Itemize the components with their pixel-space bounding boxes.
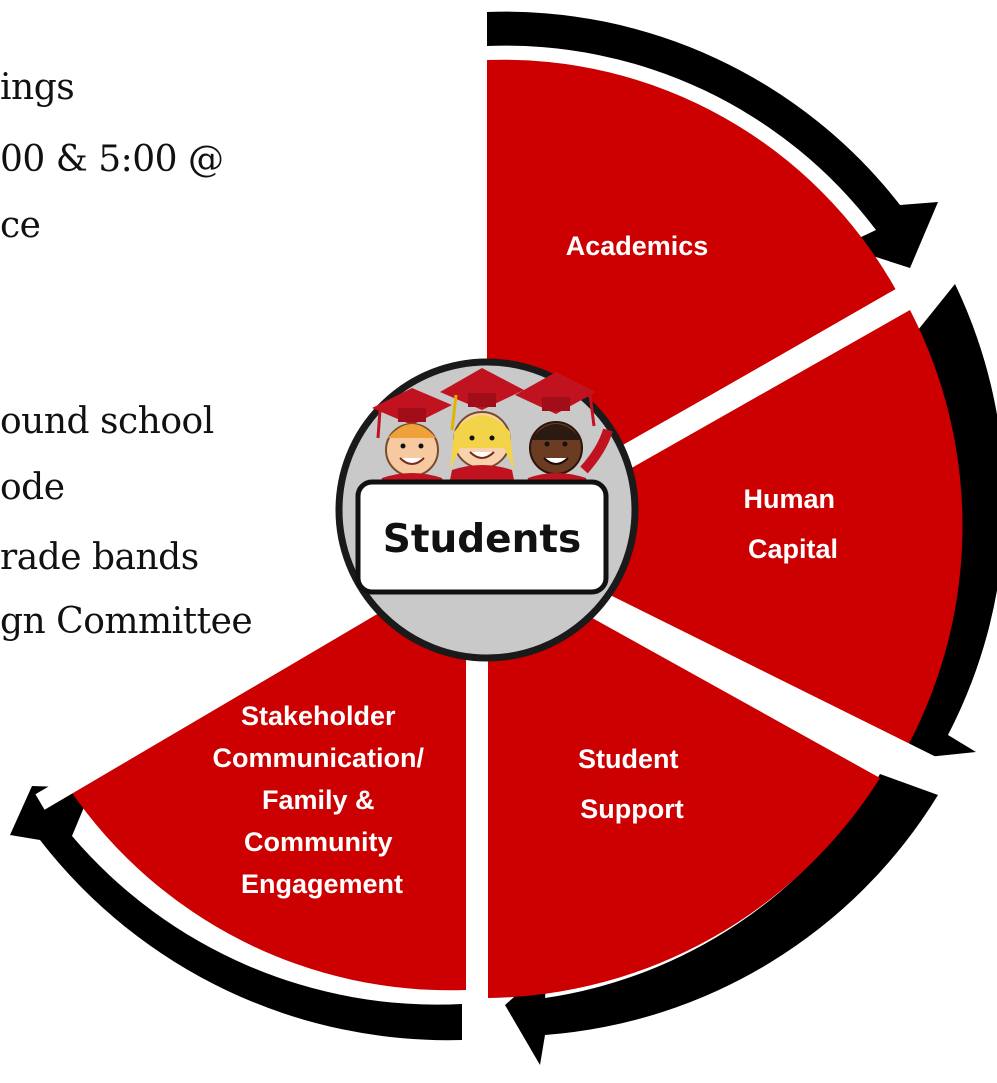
label-student-support: Student Support xyxy=(578,744,686,824)
label-stakeholder-line-4: Community xyxy=(244,827,393,857)
segment-stakeholder xyxy=(70,560,466,991)
label-academics: Academics xyxy=(566,231,709,261)
students-sign xyxy=(355,479,609,595)
label-stakeholder-line-3: Family & xyxy=(262,785,375,815)
text-line-4: ound school xyxy=(0,401,214,442)
arrow-stakeholder xyxy=(10,786,462,1041)
label-student-support-line-2: Support xyxy=(580,794,683,824)
text-line-6: rade bands xyxy=(0,537,199,578)
arrow-student-support xyxy=(505,774,938,1065)
label-stakeholder-line-2: Communication/ xyxy=(212,743,424,773)
label-human-capital: Human Capital xyxy=(743,484,842,564)
grad-cap-left-icon xyxy=(372,388,452,425)
label-student-support-line-1: Student xyxy=(578,744,679,774)
text-line-2: 00 & 5:00 @ xyxy=(0,139,224,180)
text-line-5: ode xyxy=(0,467,65,508)
text-line-3: ce xyxy=(0,205,41,246)
text-line-1: ings xyxy=(0,67,75,108)
grad-cap-right-icon xyxy=(515,372,596,414)
arrow-academics xyxy=(487,11,938,269)
label-stakeholder-line-1: Stakeholder xyxy=(241,701,396,731)
label-human-capital-line-1: Human xyxy=(743,484,835,514)
label-human-capital-line-2: Capital xyxy=(748,534,838,564)
text-line-7: gn Committee xyxy=(0,601,253,642)
center-label: Students xyxy=(383,517,582,562)
label-stakeholder-line-5: Engagement xyxy=(241,869,403,899)
arrow-human-capital xyxy=(884,284,997,758)
segment-student-support xyxy=(488,560,880,998)
label-stakeholder: Stakeholder Communication/ Family & Comm… xyxy=(212,701,431,899)
segment-human-capital xyxy=(487,310,963,760)
grad-cap-middle-icon xyxy=(440,368,524,410)
